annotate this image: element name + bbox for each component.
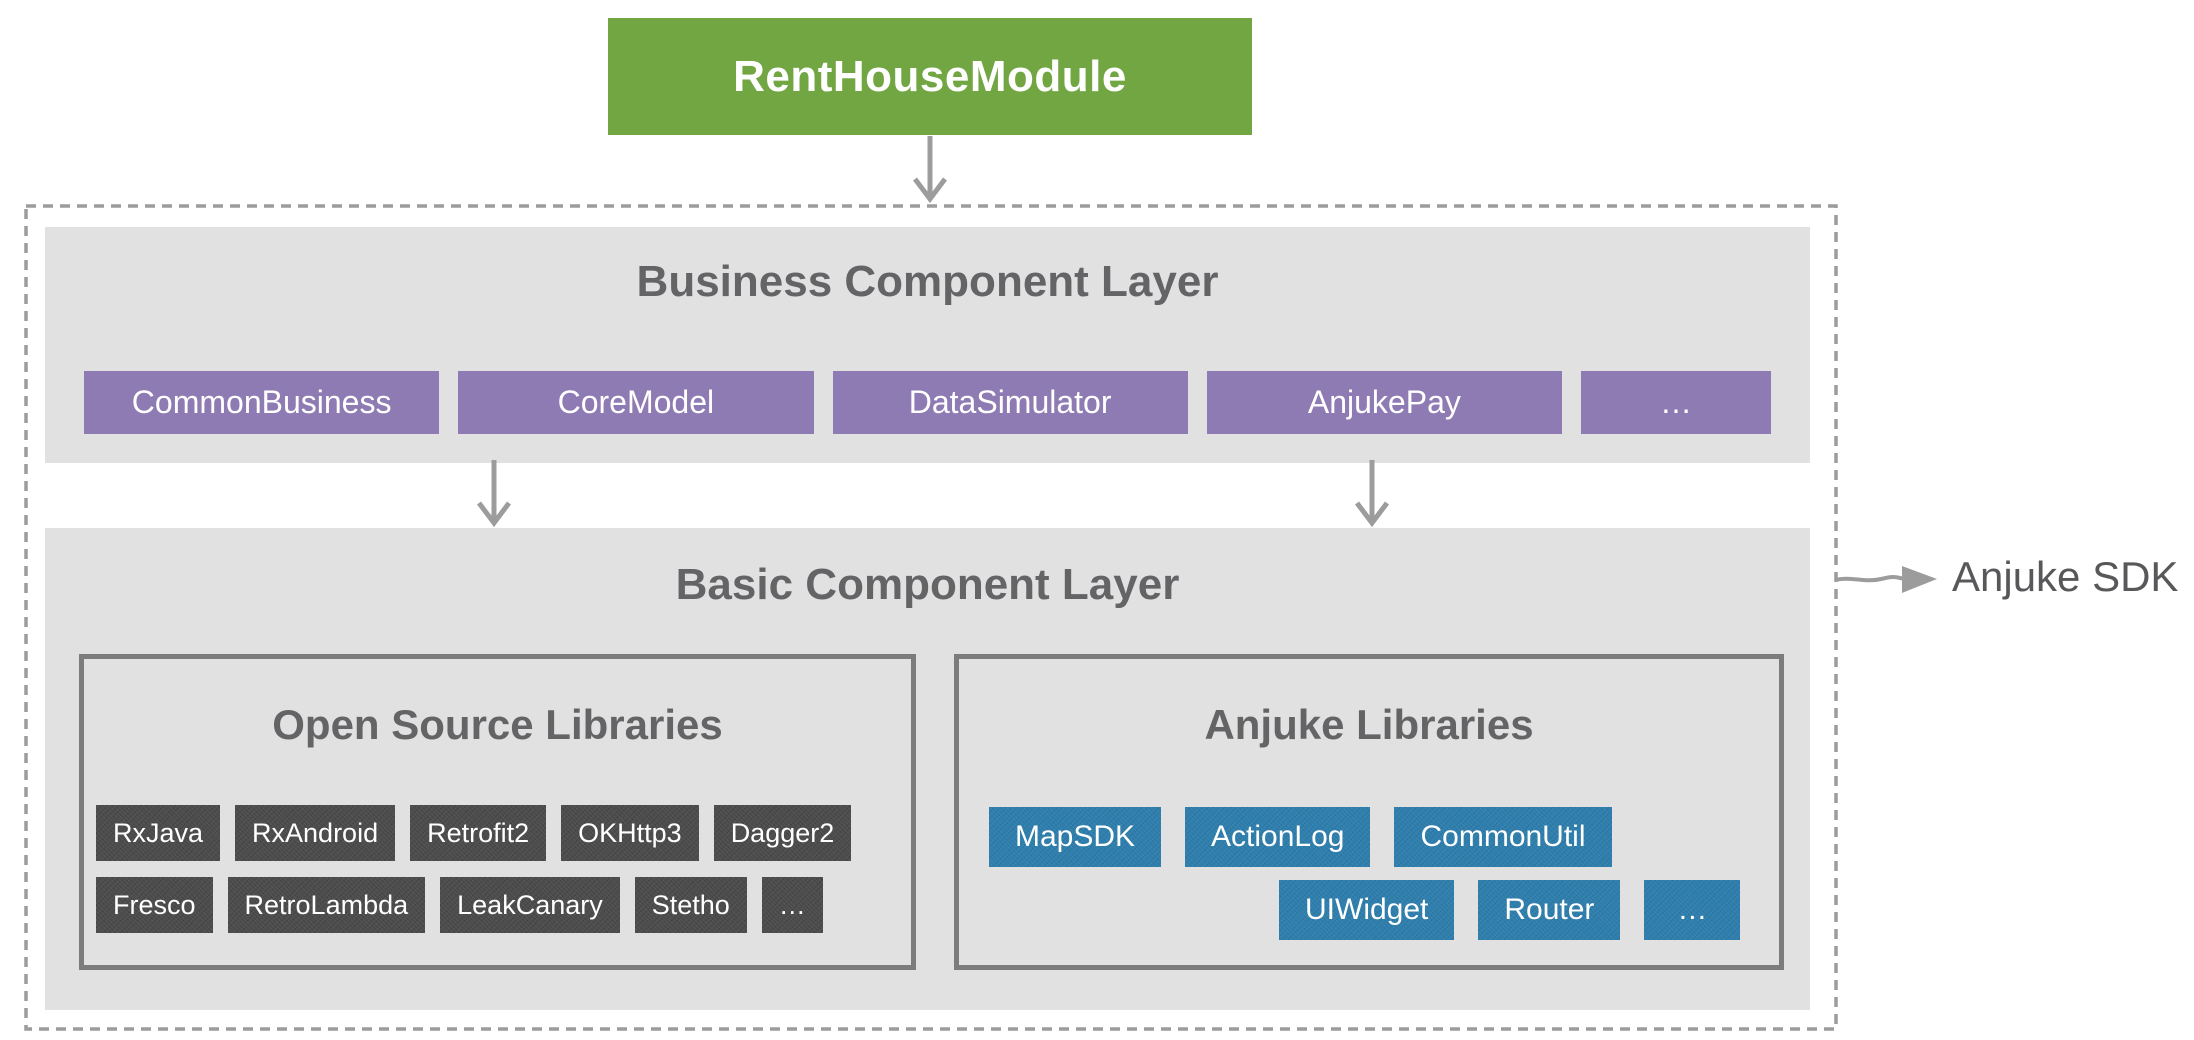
business-layer-title: Business Component Layer <box>636 257 1219 306</box>
down-arrow-icon <box>472 458 516 530</box>
chip-mapsdk: MapSDK <box>989 807 1161 867</box>
sdk-boundary-border <box>24 204 1838 1031</box>
chip-anjuke-pay: AnjukePay <box>1206 371 1562 434</box>
chip-common-business: CommonBusiness <box>84 371 440 434</box>
chip-open-source-ellipsis: … <box>762 877 823 933</box>
chip-okhttp3: OKHttp3 <box>561 805 699 861</box>
anjuke-sdk-label: Anjuke SDK <box>1952 553 2179 600</box>
chip-anjuke-ellipsis: … <box>1644 880 1740 940</box>
chip-rxandroid: RxAndroid <box>235 805 395 861</box>
rent-house-module-label: RentHouseModule <box>733 51 1127 101</box>
chip-dagger2: Dagger2 <box>714 805 852 861</box>
chip-business-ellipsis: … <box>1581 371 1771 434</box>
basic-component-layer: Basic Component Layer Open Source Librar… <box>45 528 1810 1010</box>
chip-router: Router <box>1478 880 1620 940</box>
down-arrow-icon <box>908 134 952 206</box>
chip-stetho: Stetho <box>635 877 747 933</box>
open-source-chip-rows: RxJava RxAndroid Retrofit2 OKHttp3 Dagge… <box>96 805 851 933</box>
chip-retrolambda: RetroLambda <box>228 877 426 933</box>
chip-fresco: Fresco <box>96 877 213 933</box>
down-arrow-icon <box>1350 458 1394 530</box>
chip-retrofit2: Retrofit2 <box>410 805 546 861</box>
open-source-libraries-title: Open Source Libraries <box>272 701 723 748</box>
business-chips-row: CommonBusiness CoreModel DataSimulator A… <box>84 371 1771 434</box>
chip-rxjava: RxJava <box>96 805 220 861</box>
rent-house-module-box: RentHouseModule <box>608 18 1252 135</box>
business-component-layer: Business Component Layer CommonBusiness … <box>45 227 1810 463</box>
anjuke-row-2: UIWidget Router … <box>1279 880 1740 940</box>
chip-uiwidget: UIWidget <box>1279 880 1454 940</box>
anjuke-chip-rows: MapSDK ActionLog CommonUtil UIWidget Rou… <box>989 807 1740 940</box>
right-arrow-icon <box>1833 556 1945 602</box>
chip-data-simulator: DataSimulator <box>832 371 1188 434</box>
open-source-row-2: Fresco RetroLambda LeakCanary Stetho … <box>96 877 823 933</box>
anjuke-libraries-title: Anjuke Libraries <box>1204 701 1534 748</box>
chip-leakcanary: LeakCanary <box>440 877 620 933</box>
open-source-libraries-box: Open Source Libraries RxJava RxAndroid R… <box>79 654 916 970</box>
anjuke-row-1: MapSDK ActionLog CommonUtil <box>989 807 1612 867</box>
chip-core-model: CoreModel <box>458 371 814 434</box>
basic-layer-title: Basic Component Layer <box>675 560 1180 609</box>
anjuke-libraries-box: Anjuke Libraries MapSDK ActionLog Common… <box>954 654 1784 970</box>
chip-actionlog: ActionLog <box>1185 807 1370 867</box>
chip-commonutil: CommonUtil <box>1394 807 1611 867</box>
open-source-row-1: RxJava RxAndroid Retrofit2 OKHttp3 Dagge… <box>96 805 851 861</box>
